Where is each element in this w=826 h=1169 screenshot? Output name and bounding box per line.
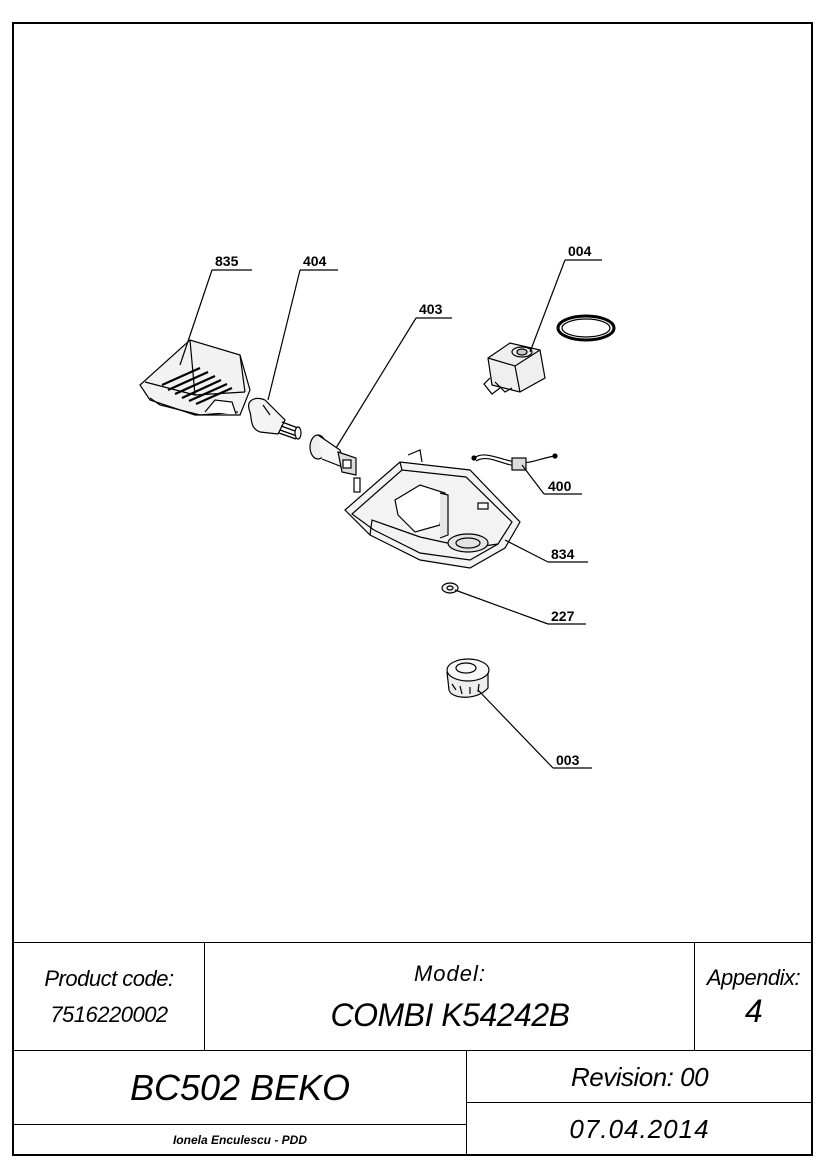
part-835-grille-cover — [139, 339, 251, 416]
callout-003: 003 — [556, 752, 580, 768]
date-text: 07.04.2014 — [569, 1113, 710, 1144]
model-value: COMBI K54242B — [330, 996, 570, 1033]
appendix-cell: Appendix: 4 — [696, 944, 811, 1050]
appendix-label: Appendix: — [706, 964, 801, 990]
product-code-label: Product code: — [44, 966, 174, 991]
appendix-value: 4 — [744, 992, 763, 1029]
callout-834: 834 — [551, 546, 575, 562]
author-name: Ionela Enculescu - PDD — [172, 1133, 308, 1147]
part-400-wiring — [471, 453, 558, 471]
callout-400: 400 — [548, 478, 572, 494]
date-cell: 07.04.2014 — [468, 1104, 811, 1154]
revision-cell: Revision: 00 — [468, 1052, 811, 1102]
product-code-value: 7516220002 — [50, 1002, 168, 1027]
callout-004: 004 — [568, 243, 592, 259]
callout-404: 404 — [303, 253, 327, 269]
model-cell: Model: COMBI K54242B — [206, 944, 694, 1050]
callout-835: 835 — [215, 253, 239, 269]
author-cell: Ionela Enculescu - PDD — [14, 1126, 466, 1154]
part-003-knob — [446, 658, 490, 698]
model-label: Model: — [413, 960, 487, 986]
product-code-cell: Product code: 7516220002 — [14, 944, 204, 1050]
part-227-nut — [441, 582, 459, 594]
part-404-bulb — [248, 397, 302, 440]
drawing-frame — [12, 22, 813, 1156]
part-403-lamp-holder — [309, 434, 357, 476]
brand-cell: BC502 BEKO — [14, 1052, 466, 1124]
part-004-thermostat — [483, 314, 616, 395]
callout-227: 227 — [551, 608, 575, 624]
revision-text: Revision: 00 — [570, 1061, 709, 1092]
callout-403: 403 — [419, 301, 443, 317]
brand-name: BC502 BEKO — [129, 1067, 351, 1108]
part-834-housing — [344, 449, 521, 569]
leader-lines — [179, 259, 602, 769]
